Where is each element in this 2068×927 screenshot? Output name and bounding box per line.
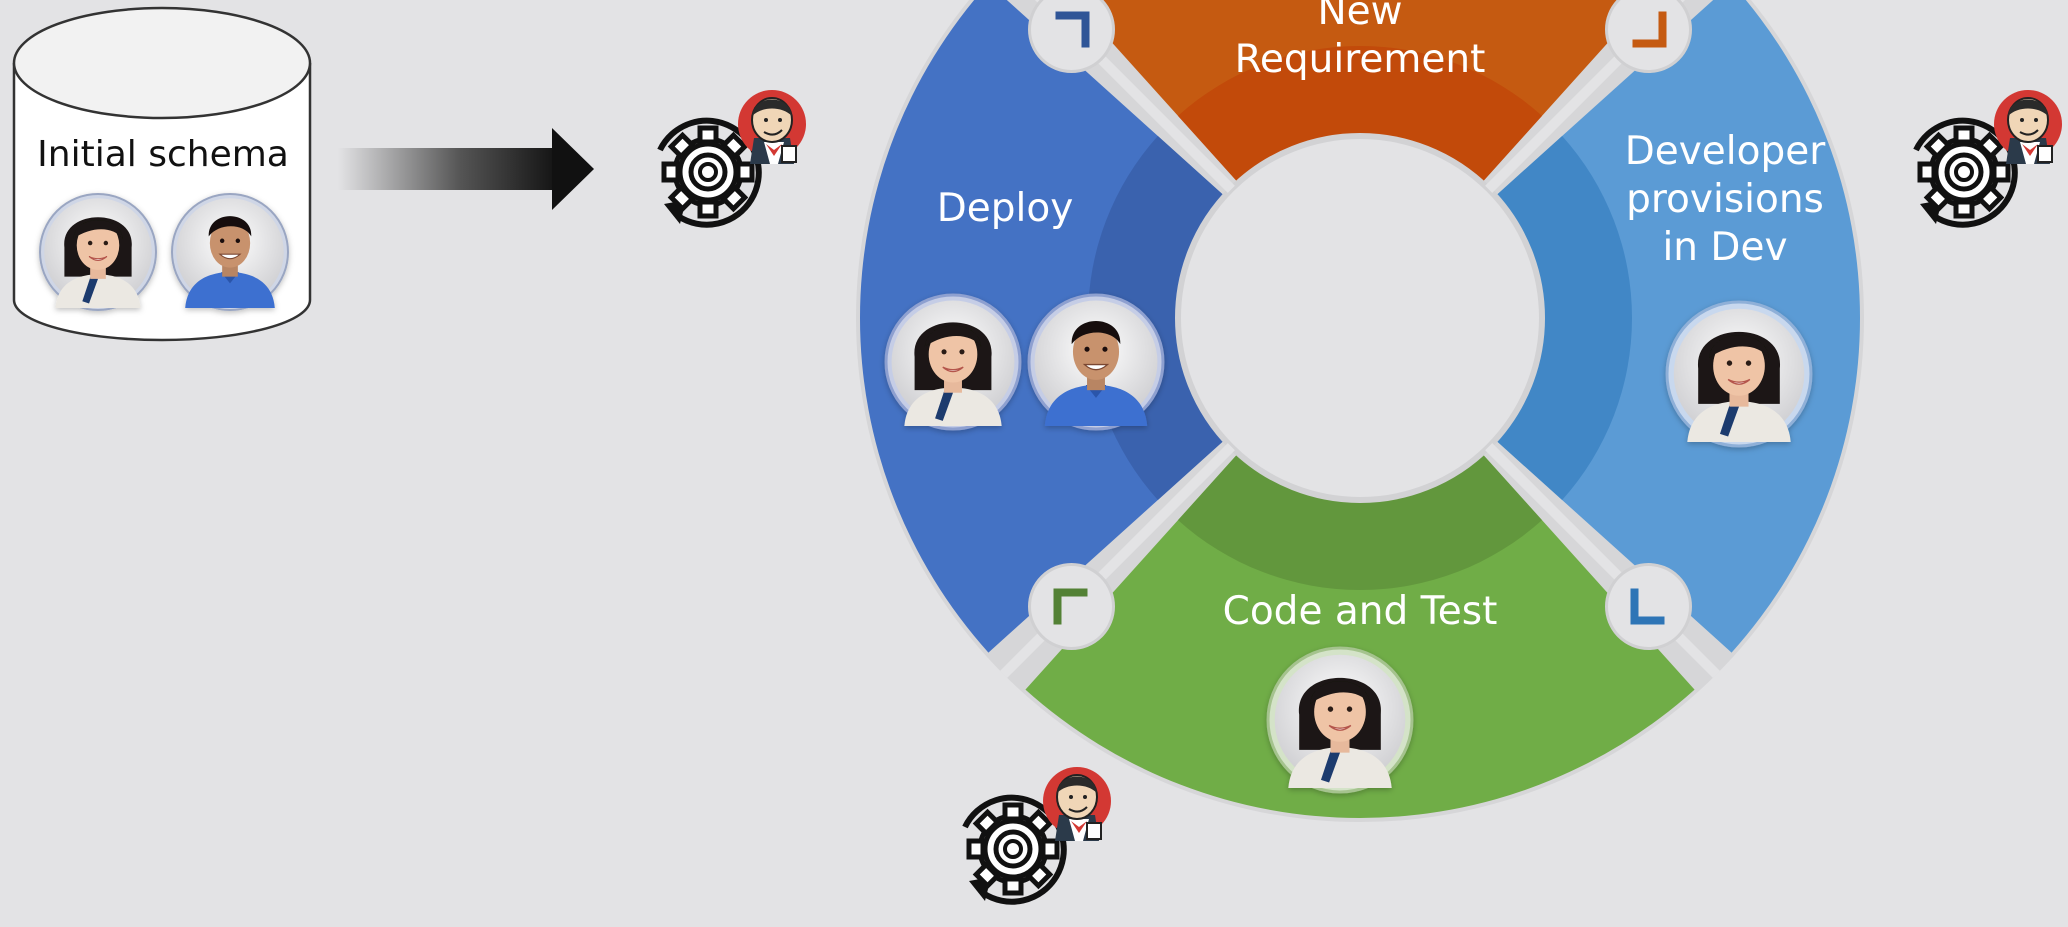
corner-arrow-icon <box>1053 588 1088 625</box>
segment-code <box>1025 453 1695 818</box>
corner-connector-top-right <box>1605 0 1692 73</box>
segment-separator <box>1485 0 1686 193</box>
corner-arrow-icon <box>1055 11 1090 48</box>
segment-label-deploy: Deploy <box>936 186 1074 231</box>
corner-arrow-icon <box>1632 11 1667 48</box>
segment-inner-requirement <box>1177 45 1543 183</box>
segment-dev <box>1495 0 1860 653</box>
segment-label-requirement: New Requirement <box>1234 0 1486 82</box>
corner-connector-bottom-left <box>1028 562 1116 650</box>
segment-inner-dev <box>1495 135 1632 501</box>
database-label: Initial schema <box>37 134 289 175</box>
arrow-right-icon <box>338 128 594 210</box>
code-avatar-woman <box>1266 646 1414 794</box>
cycle-ring <box>856 0 1864 822</box>
deploy-avatar-woman <box>884 293 1022 431</box>
segment-label-dev: Developer provisions in Dev <box>1624 129 1826 270</box>
corner-arrow-icon <box>1630 588 1665 625</box>
deploy-avatar-man <box>1027 293 1165 431</box>
segment-label-code: Code and Test <box>1222 589 1498 634</box>
ring-center <box>1175 133 1545 503</box>
database-avatar-woman <box>39 193 157 311</box>
jenkins-gear-icon <box>660 90 806 225</box>
segment-inner-code <box>1177 453 1543 590</box>
segment-separator <box>1034 0 1235 193</box>
corner-connector-top-left <box>1028 0 1115 73</box>
jenkins-gear-icon <box>1916 90 2062 225</box>
corner-connector-bottom-right <box>1604 562 1692 650</box>
database-avatar-man <box>171 193 289 311</box>
dev-avatar-woman <box>1665 300 1813 448</box>
jenkins-gear-icon <box>965 767 1111 902</box>
